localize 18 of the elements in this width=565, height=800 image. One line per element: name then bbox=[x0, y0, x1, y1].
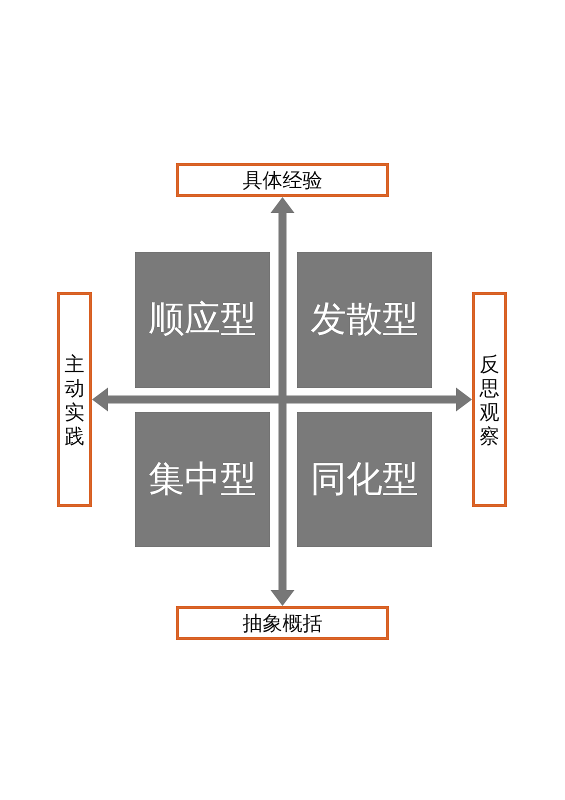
quadrant-square bbox=[297, 252, 432, 388]
double-headed-arrow bbox=[92, 388, 472, 412]
quadrant-label: 发散型 bbox=[310, 300, 418, 340]
quadrant-label: 顺应型 bbox=[148, 300, 256, 340]
stage-label-frame bbox=[472, 292, 507, 507]
stage-label: 反思观察 bbox=[480, 352, 500, 448]
quadrant-label: 集中型 bbox=[148, 460, 256, 500]
stage-label-frame bbox=[176, 163, 389, 197]
stage-label: 抽象概括 bbox=[242, 612, 322, 634]
quadrant-square bbox=[135, 252, 270, 388]
quadrant-label: 同化型 bbox=[310, 460, 418, 500]
stage-label-frame bbox=[176, 606, 389, 640]
double-headed-arrow bbox=[270, 197, 294, 606]
stage-label-frame bbox=[57, 292, 92, 507]
quadrant-square bbox=[135, 412, 270, 547]
stage-label: 主动实践 bbox=[64, 352, 84, 448]
stage-label: 具体经验 bbox=[242, 169, 322, 191]
quadrant-square bbox=[297, 412, 432, 547]
